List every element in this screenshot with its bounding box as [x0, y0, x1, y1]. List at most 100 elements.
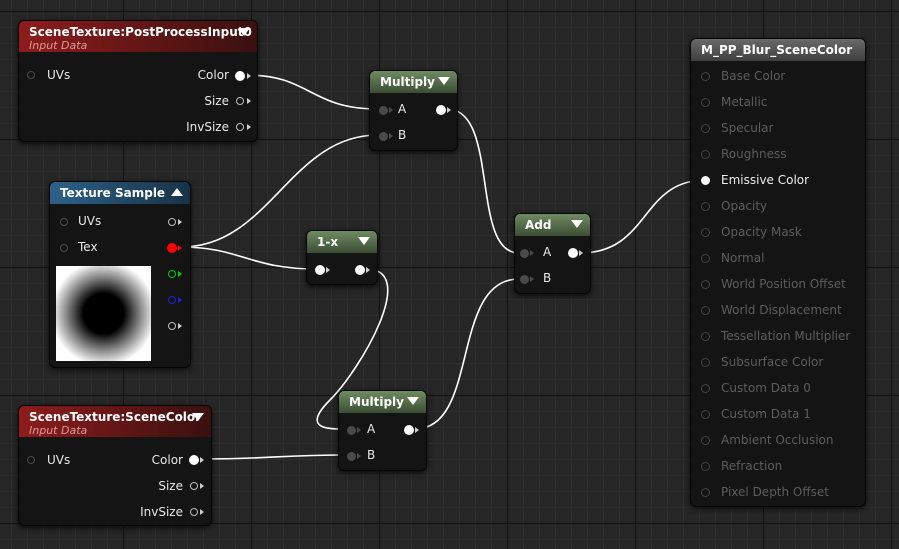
material-pin-emissive-color[interactable]: Emissive Color: [701, 173, 809, 187]
input-pin[interactable]: [315, 265, 325, 275]
material-pin-normal[interactable]: Normal: [701, 251, 764, 265]
material-pin-custom-data-0[interactable]: Custom Data 0: [701, 381, 811, 395]
texture-preview-thumbnail: [56, 266, 151, 361]
node-scene-texture-post-process-input[interactable]: SceneTexture:PostProcessInput0 Input Dat…: [18, 20, 258, 142]
size-output-pin[interactable]: [236, 97, 244, 105]
pin-dot-icon: [701, 72, 710, 81]
pin-arrow-icon: [178, 271, 182, 277]
material-pin-subsurface-color[interactable]: Subsurface Color: [701, 355, 823, 369]
node-material-output[interactable]: M_PP_Blur_SceneColor Base Color Metallic…: [690, 38, 866, 507]
pin-arrow-icon: [200, 483, 204, 489]
a-input-pin[interactable]: [520, 249, 529, 258]
collapse-arrow-icon[interactable]: [358, 237, 370, 245]
pin-arrow-icon: [415, 427, 419, 433]
uvs-input-pin[interactable]: [27, 456, 35, 464]
pin-arrow-icon: [530, 250, 534, 256]
collapse-arrow-icon[interactable]: [238, 28, 250, 36]
collapse-arrow-icon[interactable]: [571, 220, 583, 228]
size-output-pin[interactable]: [190, 482, 198, 490]
pin-arrow-icon: [178, 297, 182, 303]
node-multiply-bottom[interactable]: Multiply A B: [338, 390, 427, 471]
node-header[interactable]: Multiply: [339, 391, 426, 413]
tex-input-pin[interactable]: [60, 244, 68, 252]
material-pin-roughness[interactable]: Roughness: [701, 147, 786, 161]
node-texture-sample[interactable]: Texture Sample UVs Tex: [49, 181, 191, 368]
pin-dot-icon: [701, 488, 710, 497]
material-pin-metallic[interactable]: Metallic: [701, 95, 767, 109]
pin-label-invsize: InvSize: [140, 505, 183, 519]
material-pin-ambient-occlusion[interactable]: Ambient Occlusion: [701, 433, 833, 447]
a-input-pin[interactable]: [347, 426, 356, 435]
pin-arrow-icon: [389, 107, 393, 113]
color-output-pin[interactable]: [235, 71, 245, 81]
a-input-pin[interactable]: [379, 106, 388, 115]
pin-label-a: A: [543, 245, 552, 259]
pin-label-tex: Tex: [78, 240, 98, 254]
material-pin-world-position-offset[interactable]: World Position Offset: [701, 277, 846, 291]
output-pin[interactable]: [355, 265, 365, 275]
invsize-output-pin[interactable]: [190, 508, 198, 516]
collapse-arrow-icon[interactable]: [407, 397, 419, 405]
pin-dot-icon: [701, 306, 710, 315]
add-output-pin[interactable]: [568, 248, 578, 258]
collapse-arrow-icon[interactable]: [171, 188, 183, 196]
wire-add-to-emissive: [579, 179, 707, 254]
pin-dot-icon: [701, 202, 710, 211]
node-header[interactable]: Add: [515, 214, 590, 236]
pin-arrow-icon: [178, 219, 182, 225]
multiply-output-pin[interactable]: [436, 105, 446, 115]
pin-dot-icon: [701, 176, 710, 185]
node-add[interactable]: Add A B: [514, 213, 591, 294]
node-header[interactable]: Texture Sample: [50, 182, 190, 204]
pin-dot-icon: [701, 280, 710, 289]
pin-arrow-icon: [389, 133, 393, 139]
node-multiply-top[interactable]: Multiply A B: [369, 70, 458, 151]
material-pin-opacity[interactable]: Opacity: [701, 199, 767, 213]
pin-label-uvs: UVs: [47, 453, 71, 467]
pin-label-invsize: InvSize: [186, 120, 229, 134]
material-pin-refraction[interactable]: Refraction: [701, 459, 782, 473]
node-header[interactable]: SceneTexture:PostProcessInput0 Input Dat…: [19, 21, 257, 52]
pin-arrow-icon: [357, 427, 361, 433]
pin-arrow-icon: [447, 107, 451, 113]
node-one-minus-x[interactable]: 1-x: [306, 230, 378, 285]
green-output-pin[interactable]: [168, 270, 176, 278]
material-pin-custom-data-1[interactable]: Custom Data 1: [701, 407, 811, 421]
blue-output-pin[interactable]: [168, 296, 176, 304]
material-pin-pixel-depth-offset[interactable]: Pixel Depth Offset: [701, 485, 829, 499]
pin-dot-icon: [701, 254, 710, 263]
alpha-output-pin[interactable]: [168, 322, 176, 330]
node-header[interactable]: Multiply: [370, 71, 457, 93]
uvs-input-pin[interactable]: [60, 218, 68, 226]
pin-arrow-icon: [530, 276, 534, 282]
red-output-pin[interactable]: [167, 243, 177, 253]
material-pin-world-displacement[interactable]: World Displacement: [701, 303, 842, 317]
b-input-pin[interactable]: [520, 275, 529, 284]
invsize-output-pin[interactable]: [236, 123, 244, 131]
uvs-input-pin[interactable]: [27, 71, 35, 79]
multiply-output-pin[interactable]: [404, 425, 414, 435]
node-scene-texture-scene-color[interactable]: SceneTexture:SceneColor Input Data UVs C…: [18, 405, 212, 526]
rgb-output-pin[interactable]: [168, 218, 176, 226]
node-header[interactable]: M_PP_Blur_SceneColor: [691, 39, 865, 61]
collapse-arrow-icon[interactable]: [192, 413, 204, 421]
b-input-pin[interactable]: [347, 452, 356, 461]
pin-arrow-icon: [200, 457, 204, 463]
material-pin-opacity-mask[interactable]: Opacity Mask: [701, 225, 802, 239]
b-input-pin[interactable]: [379, 132, 388, 141]
node-title: SceneTexture:SceneColor: [29, 410, 202, 424]
pin-dot-icon: [701, 124, 710, 133]
material-pin-tessellation-multiplier[interactable]: Tessellation Multiplier: [701, 329, 850, 343]
pin-dot-icon: [701, 410, 710, 419]
pin-dot-icon: [701, 462, 710, 471]
wire-ppi-color-to-multiply-a: [246, 74, 379, 110]
color-output-pin[interactable]: [189, 455, 199, 465]
pin-label-b: B: [543, 271, 552, 285]
node-header[interactable]: 1-x: [307, 231, 377, 253]
node-header[interactable]: SceneTexture:SceneColor Input Data: [19, 406, 211, 437]
material-pin-base-color[interactable]: Base Color: [701, 69, 785, 83]
collapse-arrow-icon[interactable]: [438, 77, 450, 85]
material-pin-specular[interactable]: Specular: [701, 121, 773, 135]
pin-dot-icon: [701, 228, 710, 237]
